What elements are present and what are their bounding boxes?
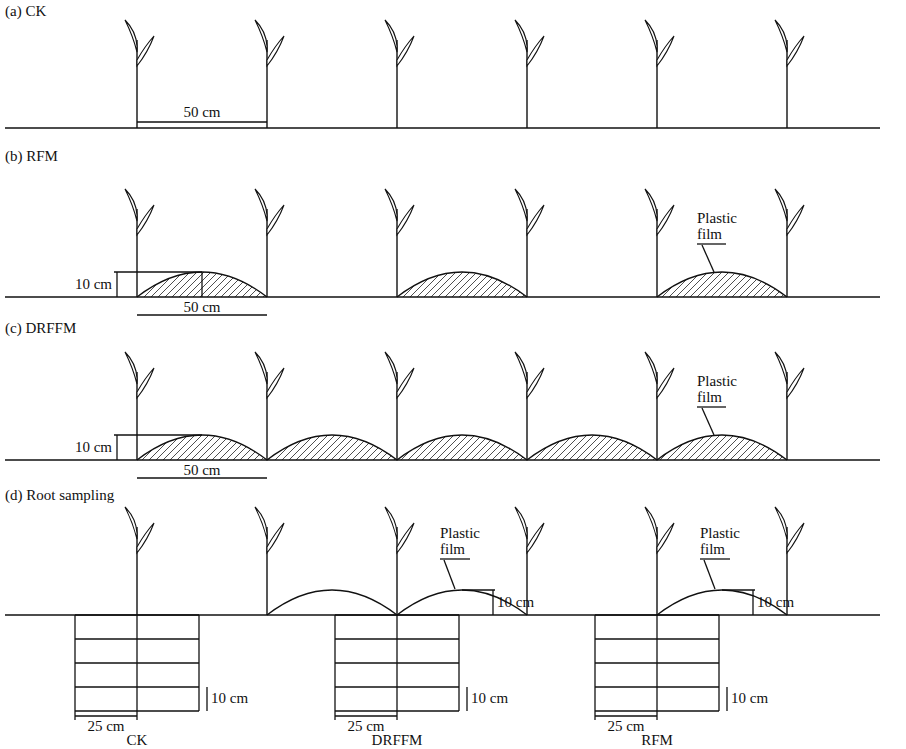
plant-symbol bbox=[125, 189, 154, 297]
dimension-label: 10 cm bbox=[497, 594, 534, 610]
text-label: DRFFM bbox=[372, 732, 423, 748]
grid-line bbox=[595, 715, 657, 716]
text-label: CK bbox=[127, 732, 148, 748]
film-mound bbox=[657, 272, 787, 297]
ground-line bbox=[5, 459, 880, 460]
plant-symbol bbox=[515, 20, 544, 128]
leader-line bbox=[440, 558, 470, 559]
grid-line bbox=[136, 615, 137, 711]
dimension-line bbox=[116, 272, 117, 297]
grid-line bbox=[718, 615, 719, 711]
dimension-line bbox=[201, 272, 202, 297]
grid-line bbox=[74, 615, 75, 711]
plant-symbol bbox=[515, 189, 544, 297]
panel-title: (a) CK bbox=[5, 3, 46, 19]
plant-symbol bbox=[385, 189, 414, 297]
dimension-label: 25 cm bbox=[87, 718, 124, 734]
plant-symbol bbox=[385, 352, 414, 460]
dimension-label: 25 cm bbox=[347, 718, 384, 734]
plant-symbol bbox=[125, 20, 154, 128]
dimension-line bbox=[492, 590, 493, 615]
plant-symbol bbox=[255, 189, 284, 297]
panel-title: (b) RFM bbox=[5, 148, 58, 164]
grid-line bbox=[396, 711, 397, 720]
ground-line bbox=[5, 614, 880, 615]
leader-line bbox=[700, 558, 730, 559]
leader-line bbox=[444, 560, 455, 589]
plant-symbol bbox=[385, 507, 414, 615]
plant-symbol bbox=[775, 352, 804, 460]
plant-symbol bbox=[255, 20, 284, 128]
grid-line bbox=[75, 715, 137, 716]
leader-line bbox=[697, 243, 726, 244]
dimension-label: 10 cm bbox=[75, 439, 112, 455]
plant-symbol bbox=[385, 20, 414, 128]
dimension-label: 50 cm bbox=[183, 462, 220, 478]
grid-line bbox=[335, 715, 397, 716]
grid-line bbox=[594, 615, 595, 711]
text-label: Plastic film bbox=[440, 525, 480, 557]
dimension-label: 50 cm bbox=[183, 299, 220, 315]
plant-symbol bbox=[125, 352, 154, 460]
grid-line bbox=[334, 615, 335, 711]
plant-symbol bbox=[645, 507, 674, 615]
plant-symbol bbox=[645, 189, 674, 297]
dimension-line bbox=[462, 589, 495, 590]
grid-line bbox=[656, 711, 657, 720]
dimension-label: 10 cm bbox=[211, 690, 248, 706]
dimension-label: 10 cm bbox=[731, 690, 768, 706]
plants bbox=[125, 20, 804, 615]
panel-title: (d) Root sampling bbox=[5, 487, 114, 503]
grid-line bbox=[74, 711, 75, 720]
leader-line bbox=[697, 406, 726, 407]
ground-line bbox=[5, 127, 880, 128]
panel-title: (c) DRFFM bbox=[5, 320, 76, 336]
plant-symbol bbox=[645, 20, 674, 128]
dimension-label: 10 cm bbox=[471, 690, 508, 706]
plant-symbol bbox=[515, 352, 544, 460]
dimension-line bbox=[752, 590, 753, 615]
grid-line bbox=[198, 615, 199, 711]
leader-line bbox=[702, 245, 714, 272]
dimension-line bbox=[114, 271, 202, 272]
grid-line bbox=[334, 711, 335, 720]
grid-line bbox=[396, 615, 397, 711]
plant-symbol bbox=[645, 352, 674, 460]
grid-line bbox=[594, 711, 595, 720]
grid-line bbox=[466, 687, 467, 711]
dimension-line bbox=[722, 589, 755, 590]
dimension-label: 25 cm bbox=[607, 718, 644, 734]
text-label: Plastic film bbox=[700, 525, 740, 557]
grid-line bbox=[726, 687, 727, 711]
plant-symbol bbox=[255, 507, 284, 615]
sampling-grids bbox=[75, 615, 727, 720]
plant-symbol bbox=[775, 189, 804, 297]
plant-symbol bbox=[775, 20, 804, 128]
plant-symbol bbox=[125, 507, 154, 615]
leader-line bbox=[702, 408, 714, 435]
text-label: Plastic film bbox=[697, 210, 737, 242]
film-mound bbox=[137, 272, 267, 297]
leader-line bbox=[704, 560, 715, 589]
grid-line bbox=[206, 687, 207, 711]
dimension-line bbox=[137, 121, 267, 122]
plant-symbol bbox=[255, 352, 284, 460]
dimension-label: 10 cm bbox=[75, 276, 112, 292]
text-label: Plastic film bbox=[697, 373, 737, 405]
grid-line bbox=[136, 711, 137, 720]
grid-line bbox=[656, 615, 657, 711]
film-mound bbox=[137, 435, 787, 460]
dimension-line bbox=[114, 434, 202, 435]
grid-line bbox=[458, 615, 459, 711]
film-mound bbox=[397, 272, 527, 297]
drawing bbox=[5, 122, 880, 720]
text-label: RFM bbox=[641, 732, 673, 748]
dimension-label: 10 cm bbox=[757, 594, 794, 610]
dimension-line bbox=[116, 435, 117, 460]
ground-line bbox=[5, 296, 880, 297]
dimension-label: 50 cm bbox=[183, 104, 220, 120]
